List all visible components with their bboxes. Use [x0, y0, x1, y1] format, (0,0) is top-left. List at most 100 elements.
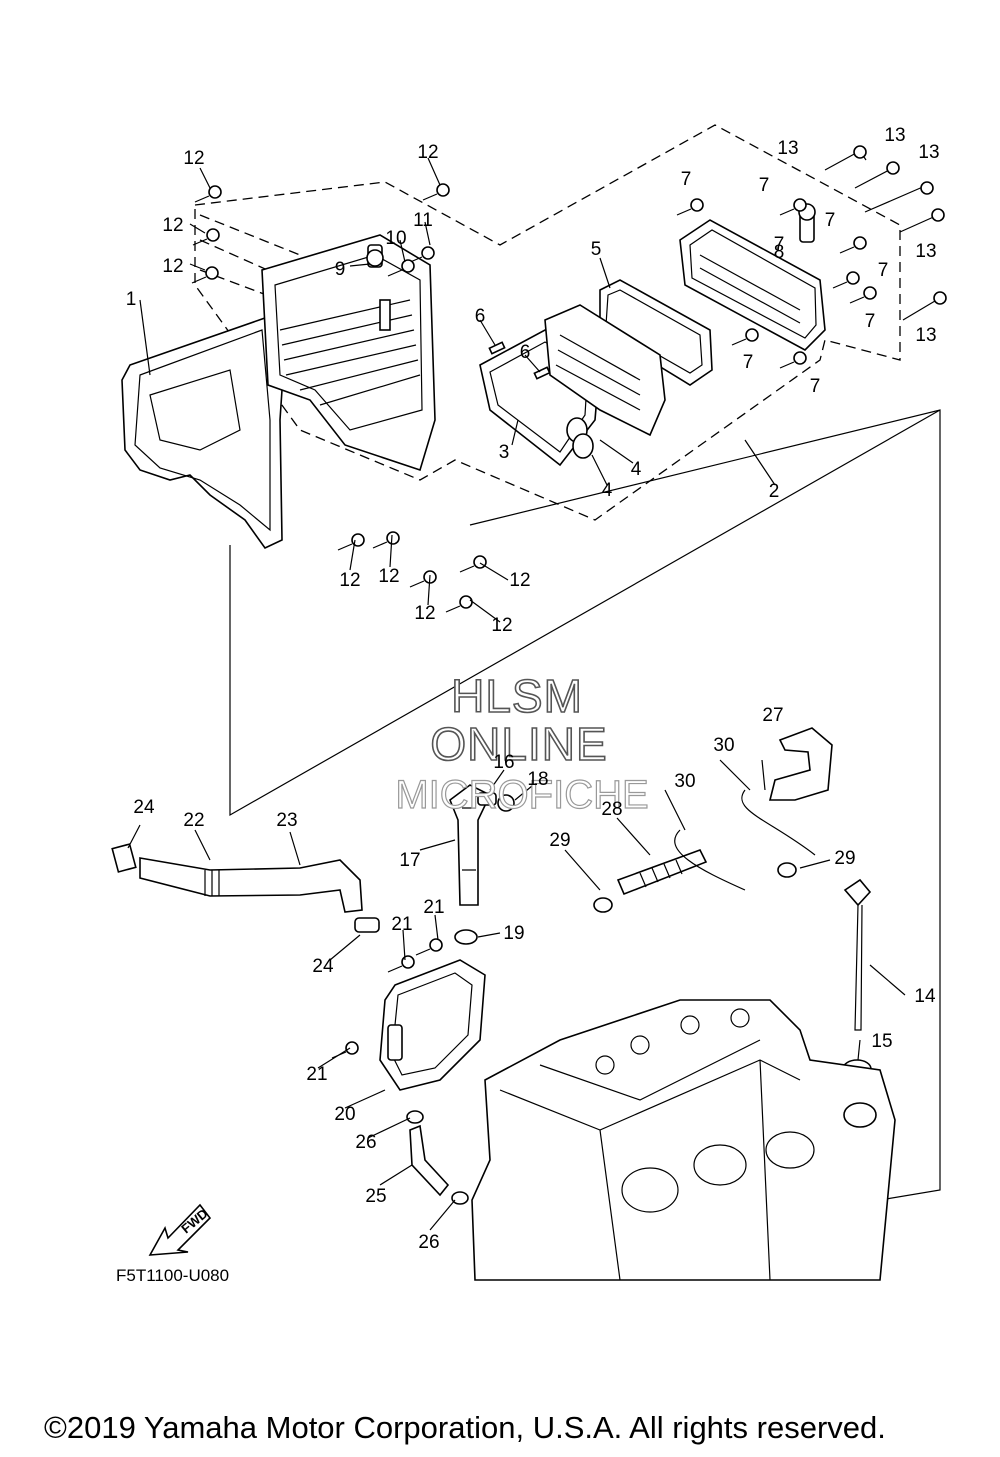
part-19-clamp: [454, 929, 478, 945]
callout-12: 12: [491, 615, 512, 636]
callout-3: 3: [499, 442, 510, 463]
part-29-clamps: [593, 862, 797, 913]
callout-22: 22: [183, 810, 204, 831]
breather-cover: [679, 219, 826, 351]
callout-29: 29: [549, 830, 570, 851]
fwd-arrow: FWD: [148, 1203, 212, 1256]
callout-28: 28: [601, 799, 622, 820]
upper-assembly-frame: [194, 124, 941, 1201]
callout-6: 6: [520, 342, 531, 363]
callout-23: 23: [276, 810, 297, 831]
callout-19: 19: [503, 923, 524, 944]
part-16-18-fittings: [477, 792, 515, 812]
bolt: [779, 351, 807, 369]
callout-18: 18: [527, 769, 548, 790]
bolt: [194, 185, 222, 203]
part-26-clamps: [406, 1110, 469, 1205]
callout-8: 8: [774, 242, 785, 263]
callout-5: 5: [591, 239, 602, 260]
bolt: [191, 266, 219, 284]
callout-12: 12: [509, 570, 530, 591]
callout-4: 4: [631, 459, 642, 480]
callout-4: 4: [602, 480, 613, 501]
bolt: [731, 328, 759, 346]
callout-20: 20: [334, 1104, 355, 1125]
callout-12: 12: [417, 142, 438, 163]
watermark-line-2: ONLINE: [430, 718, 607, 770]
part-13-long-bolts: [824, 145, 947, 321]
callout-24: 24: [133, 797, 155, 818]
callout-13: 13: [915, 325, 936, 346]
figure-code: F5T1100-U080: [116, 1266, 230, 1285]
bolt: [387, 259, 415, 277]
callout-29: 29: [834, 848, 855, 869]
part-25-hose: [409, 1124, 450, 1197]
callout-13: 13: [918, 142, 939, 163]
bolt: [445, 595, 473, 613]
bolt: [372, 531, 400, 549]
callout-12: 12: [378, 566, 399, 587]
leader-lines: [127, 157, 906, 1231]
separator-element: [544, 304, 666, 437]
bolt: [832, 271, 860, 289]
callout-21: 21: [391, 914, 412, 935]
bolt: [415, 938, 443, 956]
callout-13: 13: [777, 138, 798, 159]
callout-7: 7: [681, 169, 692, 190]
callout-9: 9: [335, 259, 346, 280]
bolts: [191, 183, 877, 1059]
watermark-line-1: HLSM: [451, 670, 583, 722]
bolt: [337, 533, 365, 551]
callout-labels: 12 12 12 12 11 10 9 1 12 12 12 12 12 6 6 5 3 44 2 13 13 13 13 1…: [126, 125, 940, 1253]
callout-1: 1: [126, 289, 137, 310]
callout-16: 16: [493, 752, 514, 773]
callout-17: 17: [399, 850, 420, 871]
bolt: [779, 198, 807, 216]
callout-12: 12: [414, 603, 435, 624]
callout-24: 24: [312, 956, 334, 977]
callout-12: 12: [162, 256, 183, 277]
separator-housing: [261, 234, 436, 472]
callout-13: 13: [884, 125, 905, 146]
callout-26: 26: [355, 1132, 376, 1153]
callout-12: 12: [339, 570, 360, 591]
part-17-hose: [449, 784, 492, 906]
callout-12: 12: [162, 215, 183, 236]
part-20-separator-tank: [379, 959, 486, 1091]
callout-25: 25: [365, 1186, 386, 1207]
callout-6: 6: [475, 306, 486, 327]
callout-21: 21: [306, 1064, 327, 1085]
callout-15: 15: [871, 1031, 892, 1052]
callout-30: 30: [713, 735, 734, 756]
callout-2: 2: [769, 481, 780, 502]
callout-30: 30: [674, 771, 695, 792]
callout-7: 7: [759, 175, 770, 196]
callout-12: 12: [183, 148, 204, 169]
copyright-notice: ©2019 Yamaha Motor Corporation, U.S.A. A…: [44, 1410, 886, 1445]
engine-block: [471, 999, 896, 1281]
bolt: [409, 570, 437, 588]
callout-7: 7: [743, 352, 754, 373]
callout-26: 26: [418, 1232, 439, 1253]
bolt: [387, 955, 415, 973]
part-22-23-hose: [139, 857, 363, 913]
bolt: [422, 183, 450, 201]
part-24-clips: [111, 843, 380, 933]
bolt: [331, 1041, 359, 1059]
callout-11: 11: [413, 210, 433, 231]
callout-14: 14: [914, 986, 936, 1007]
callout-7: 7: [774, 234, 785, 255]
bolt: [192, 228, 220, 246]
callout-7: 7: [878, 260, 889, 281]
part-28-hose: [616, 849, 708, 896]
callout-7: 7: [865, 311, 876, 332]
callout-27: 27: [762, 705, 783, 726]
part-4-o-rings: [566, 417, 594, 459]
bolt: [839, 236, 867, 254]
part-6-dowels: [488, 341, 551, 380]
callout-13: 13: [915, 241, 936, 262]
callout-7: 7: [810, 376, 821, 397]
callout-10: 10: [385, 228, 406, 249]
bolt: [676, 198, 704, 216]
callout-7: 7: [825, 210, 836, 231]
